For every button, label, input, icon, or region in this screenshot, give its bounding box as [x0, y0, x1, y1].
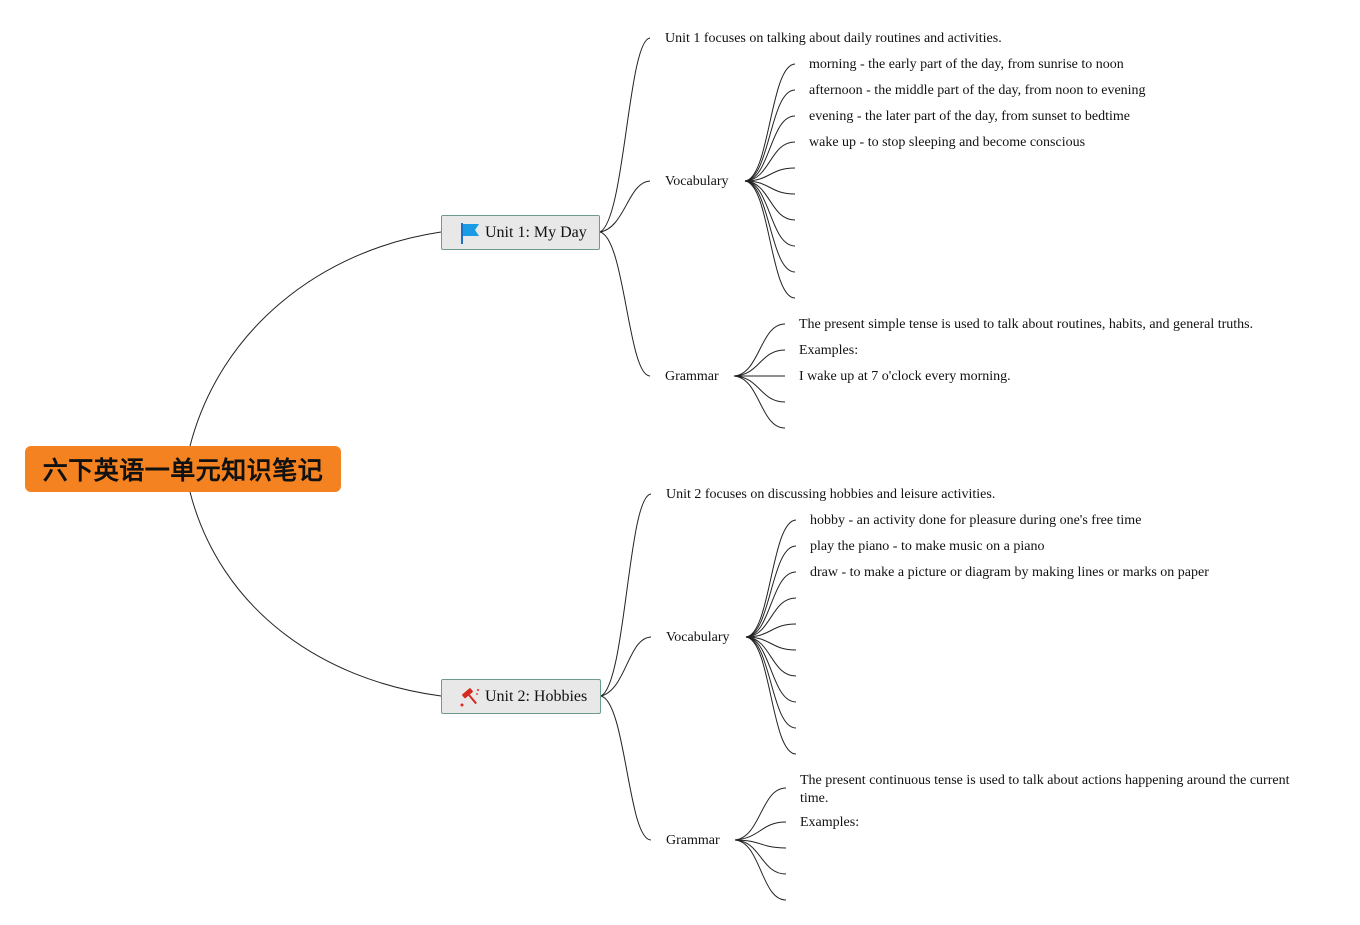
connector-unit1-summary [599, 37, 651, 233]
topic-unit-1[interactable]: Unit 1: My Day [441, 215, 600, 250]
unit1-grammar-topic[interactable]: Grammar [665, 369, 719, 384]
unit2-grammar-branches [734, 787, 787, 901]
unit2-summary[interactable]: Unit 2 focuses on discussing hobbies and… [666, 487, 996, 502]
connector-unit2-vocab [600, 636, 652, 697]
unit1-grammar-item[interactable]: Examples: [799, 343, 859, 358]
unit1-vocab-item[interactable]: afternoon - the middle part of the day, … [809, 83, 1146, 98]
unit2-grammar-topic[interactable]: Grammar [666, 833, 720, 848]
topic-unit-2-label: Unit 2: Hobbies [485, 687, 588, 705]
central-topic-label: 六下英语一单元知识笔记 [42, 456, 324, 485]
unit2-vocab-item[interactable]: play the piano - to make music on a pian… [810, 539, 1045, 554]
unit1-vocab-item[interactable]: wake up - to stop sleeping and become co… [809, 135, 1086, 150]
unit1-grammar-item[interactable]: The present simple tense is used to talk… [799, 317, 1254, 332]
connector-root-unit1 [189, 231, 442, 447]
unit2-vocab-branches [745, 519, 797, 755]
blue-flag-icon [459, 221, 481, 245]
unit1-grammar-item[interactable]: I wake up at 7 o'clock every morning. [799, 369, 1011, 384]
unit2-grammar-item[interactable]: Examples: [800, 815, 860, 830]
unit1-vocab-item[interactable]: morning - the early part of the day, fro… [809, 57, 1124, 72]
unit1-grammar-branches [733, 323, 786, 429]
unit2-grammar-item[interactable]: The present continuous tense is used to … [800, 773, 1290, 806]
topic-unit-1-label: Unit 1: My Day [485, 223, 587, 241]
unit2-vocabulary-topic[interactable]: Vocabulary [666, 630, 730, 645]
connector-unit1-grammar [599, 231, 651, 377]
topic-unit-2[interactable]: Unit 2: Hobbies [441, 679, 601, 714]
connector-unit2-grammar [600, 695, 652, 841]
unit1-vocab-item[interactable]: evening - the later part of the day, fro… [809, 109, 1130, 124]
unit2-vocab-item[interactable]: draw - to make a picture or diagram by m… [810, 565, 1209, 580]
unit1-summary[interactable]: Unit 1 focuses on talking about daily ro… [665, 31, 1002, 46]
unit1-vocabulary-topic[interactable]: Vocabulary [665, 174, 729, 189]
connector-unit1-vocab [599, 180, 651, 233]
gavel-icon [459, 685, 481, 709]
connector-unit2-summary [600, 493, 652, 697]
unit2-vocab-item[interactable]: hobby - an activity done for pleasure du… [810, 513, 1142, 528]
connector-root-unit2 [189, 491, 442, 697]
unit1-vocab-branches [744, 63, 796, 299]
central-topic[interactable]: 六下英语一单元知识笔记 [25, 446, 341, 492]
